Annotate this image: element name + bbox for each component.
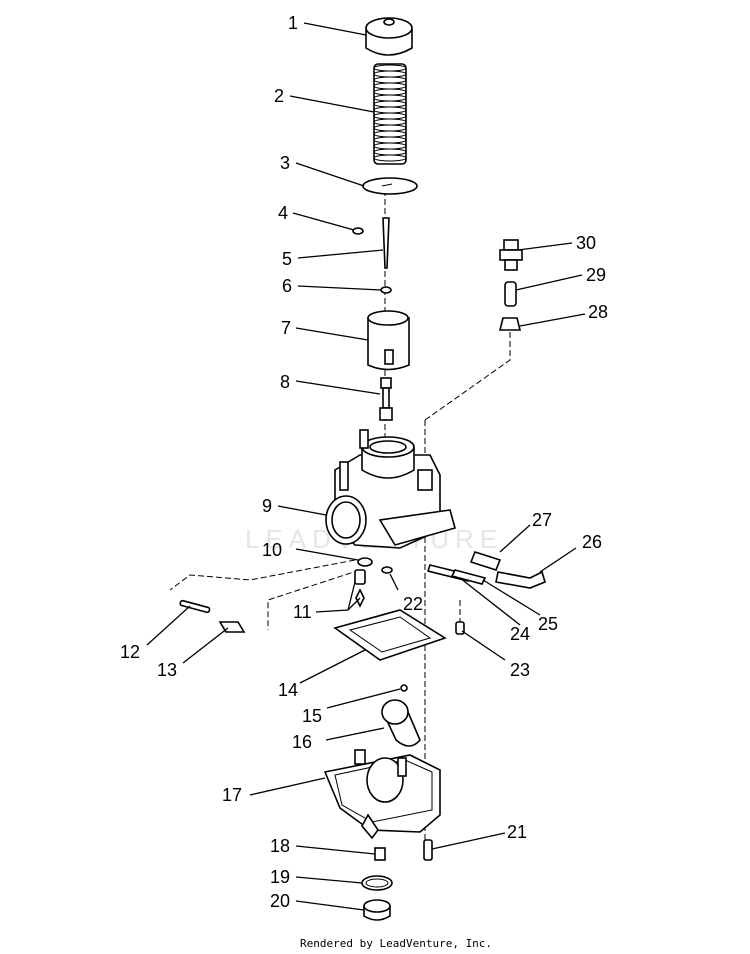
part-6-washer — [380, 286, 392, 294]
callout-13: 13 — [157, 660, 177, 680]
part-28-jet-cap — [498, 317, 522, 331]
part-9-carburetor-body — [325, 429, 456, 549]
callout-20: 20 — [270, 891, 290, 911]
part-18-drain-jet — [374, 847, 386, 861]
callout-30: 30 — [576, 233, 596, 253]
part-15-pin — [400, 684, 408, 692]
callout-numbers: 1 2 3 4 5 6 7 8 9 10 11 12 13 14 15 16 1… — [120, 13, 608, 911]
callout-26: 26 — [582, 532, 602, 552]
callout-12: 12 — [120, 642, 140, 662]
callout-22: 22 — [403, 594, 423, 614]
callout-25: 25 — [538, 614, 558, 634]
part-20-drain-plug — [363, 899, 391, 921]
part-1-cap — [365, 17, 413, 56]
callout-21: 21 — [507, 822, 527, 842]
part-8-needle-jet — [379, 377, 393, 421]
part-17-float-bowl — [323, 749, 441, 840]
part-3-plate — [362, 177, 418, 195]
part-19-o-ring — [361, 875, 393, 891]
part-12-float-pin — [179, 599, 211, 614]
callout-19: 19 — [270, 867, 290, 887]
part-16-float — [381, 699, 421, 747]
callout-6: 6 — [282, 276, 292, 296]
callout-14: 14 — [278, 680, 298, 700]
float-pin-axis-2 — [267, 569, 361, 630]
part-30-fitting — [499, 239, 523, 271]
part-27-spring — [469, 551, 502, 571]
callout-11: 11 — [293, 602, 312, 622]
callout-2: 2 — [274, 86, 284, 106]
callout-7: 7 — [281, 318, 291, 338]
callout-28: 28 — [588, 302, 608, 322]
part-29-spring — [504, 281, 517, 307]
leader-lines — [146, 22, 586, 911]
callout-23: 23 — [510, 660, 530, 680]
part-10-float-valve — [357, 557, 373, 567]
spring-coil — [373, 154, 407, 162]
callout-10: 10 — [262, 540, 282, 560]
part-13-clip — [218, 621, 246, 633]
footer-credit: Rendered by LeadVenture, Inc. — [300, 937, 492, 950]
float-pin-axis — [169, 559, 356, 591]
part-26-adjust-screw — [495, 570, 546, 589]
part-7-throttle-slide — [367, 310, 410, 371]
part-14-gasket — [333, 609, 447, 661]
callout-5: 5 — [282, 249, 292, 269]
callout-1: 1 — [288, 13, 298, 33]
callout-27: 27 — [532, 510, 552, 530]
callout-17: 17 — [222, 785, 242, 805]
callout-29: 29 — [586, 265, 606, 285]
part-5-needle — [382, 217, 390, 269]
part-22-washer — [381, 566, 393, 574]
part-25-idle-screw — [450, 569, 487, 585]
callout-18: 18 — [270, 836, 290, 856]
callout-24: 24 — [510, 624, 530, 644]
callout-9: 9 — [262, 496, 272, 516]
callout-16: 16 — [292, 732, 312, 752]
callout-4: 4 — [278, 203, 288, 223]
part-2-spring — [373, 63, 407, 165]
callout-8: 8 — [280, 372, 290, 392]
callout-3: 3 — [280, 153, 290, 173]
part-21-screw — [423, 839, 433, 861]
callout-15: 15 — [302, 706, 322, 726]
pilot-axis — [424, 330, 511, 421]
part-4-clip — [352, 227, 364, 235]
